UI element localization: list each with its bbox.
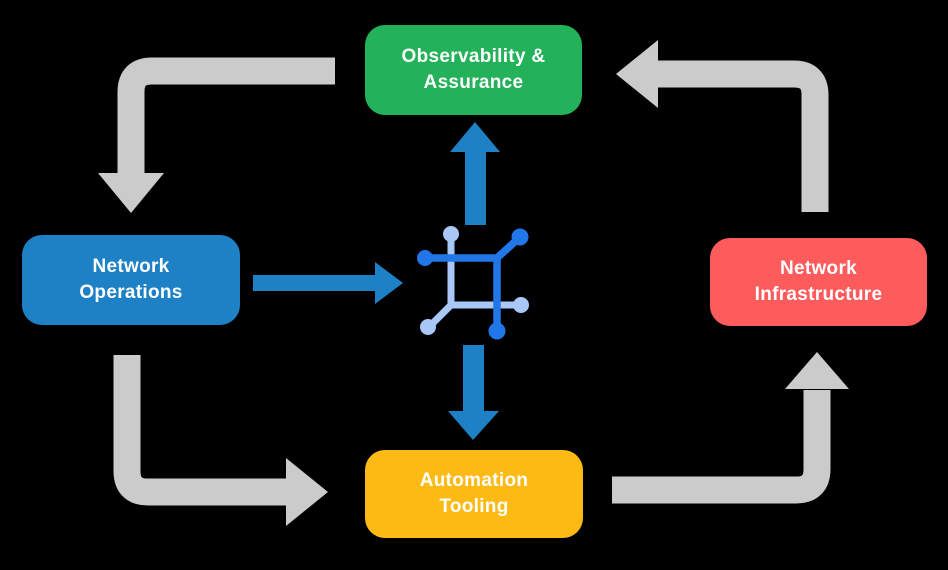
node-automation-tooling: Automation Tooling <box>365 450 583 538</box>
node-network-infrastructure: Network Infrastructure <box>710 238 927 326</box>
arrow-head-up-icon <box>785 352 849 389</box>
node-observability-assurance: Observability & Assurance <box>365 25 582 115</box>
node-automation-label: Automation Tooling <box>419 470 529 517</box>
arrow-operations-to-automation <box>113 355 328 526</box>
arrow-shaft <box>117 57 335 175</box>
node-network-operations: Network Operations <box>22 235 240 325</box>
icon-node-right <box>513 297 529 313</box>
node-infrastructure-label: Network Infrastructure <box>754 258 883 305</box>
arrow-head-down-icon <box>98 173 164 213</box>
arrow-observability-to-operations <box>98 57 335 213</box>
arrow-head-right-icon <box>286 458 328 526</box>
arrow-operations-to-icon <box>253 262 403 304</box>
node-operations-label: Network Operations <box>79 256 183 303</box>
arrow-automation-to-infrastructure <box>612 352 849 504</box>
arrow-shaft <box>657 60 829 212</box>
arrow-icon-to-observability <box>450 122 500 225</box>
icon-node-left <box>417 250 433 266</box>
icon-node-bottom-left <box>420 319 436 335</box>
node-observability-label: Observability & Assurance <box>401 46 546 93</box>
arrow-head-left-icon <box>616 40 658 108</box>
arrow-icon-to-automation <box>448 345 499 440</box>
icon-node-bottom <box>488 322 506 340</box>
arrow-shaft <box>612 390 831 504</box>
icon-node-top-right <box>511 228 529 246</box>
network-mesh-icon <box>417 226 529 340</box>
arrow-shaft <box>113 355 287 506</box>
icon-node-top <box>443 226 459 242</box>
arrow-infrastructure-to-observability <box>616 40 829 212</box>
